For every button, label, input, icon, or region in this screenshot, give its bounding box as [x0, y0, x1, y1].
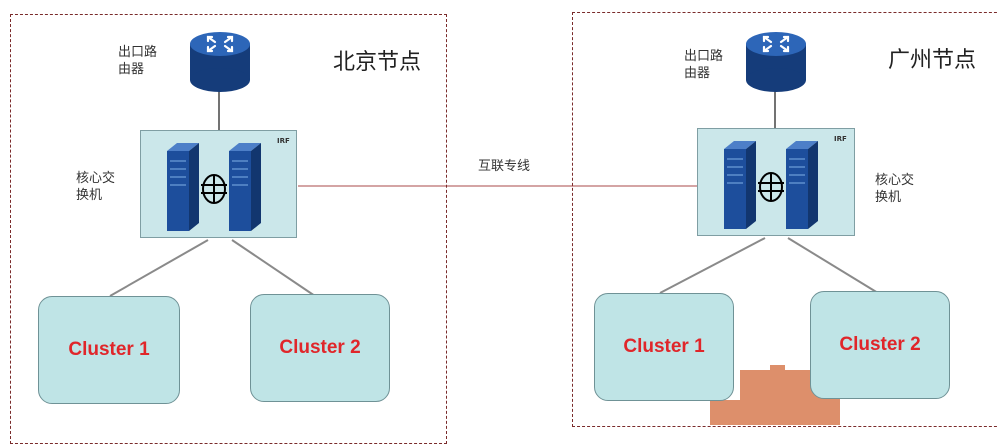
- guangzhou-irf-label: IRF: [834, 135, 847, 143]
- beijing-core-switch-box: IRF: [140, 130, 297, 238]
- beijing-title: 北京节点: [333, 50, 422, 75]
- guangzhou-router-icon: [746, 32, 806, 92]
- beijing-router-icon: [190, 32, 250, 92]
- beijing-server-stack-icon: [167, 143, 261, 231]
- guangzhou-cluster-2: Cluster 2: [810, 291, 950, 399]
- beijing-switch-label: 核心交 换机: [76, 171, 116, 203]
- decorative-tower-shape: [710, 365, 840, 425]
- interconnect-label: 互联专线: [478, 159, 531, 174]
- beijing-irf-label: IRF: [277, 137, 290, 145]
- beijing-cluster-2: Cluster 2: [250, 294, 390, 402]
- guangzhou-cluster-1: Cluster 1: [594, 293, 734, 401]
- guangzhou-router-label: 出口路 由器: [684, 49, 724, 81]
- guangzhou-title: 广州节点: [888, 48, 977, 73]
- beijing-cluster-1: Cluster 1: [38, 296, 180, 404]
- beijing-router-label: 出口路 由器: [118, 45, 158, 77]
- guangzhou-server-stack-icon: [724, 141, 818, 229]
- guangzhou-switch-label: 核心交 换机: [875, 173, 915, 205]
- guangzhou-core-switch-box: IRF: [697, 128, 855, 236]
- connection-lines: [109, 90, 879, 297]
